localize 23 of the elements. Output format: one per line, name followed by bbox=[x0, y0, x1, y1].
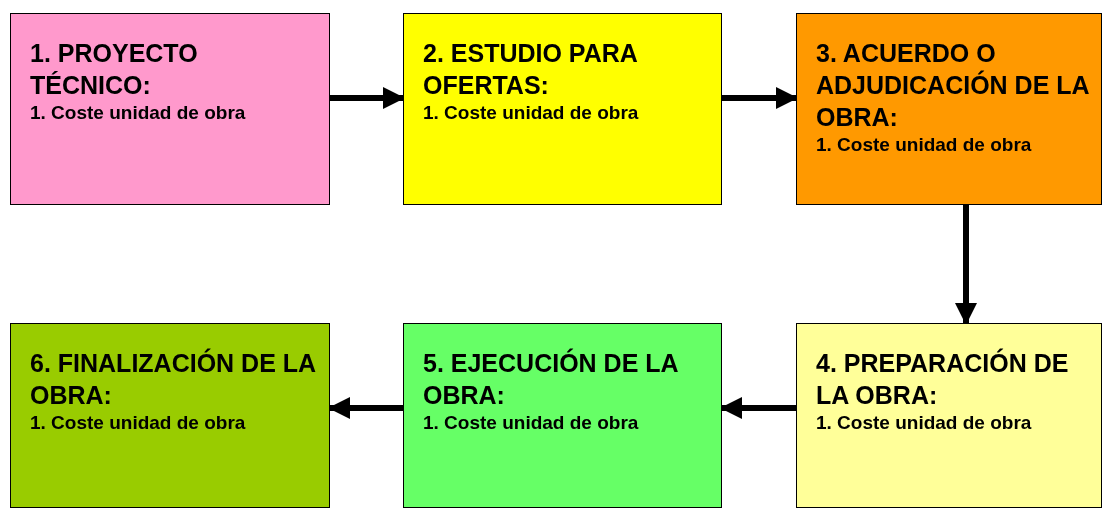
process-box bbox=[796, 13, 1102, 205]
process-box bbox=[10, 323, 330, 508]
arrow bbox=[328, 397, 403, 419]
step-title: 1. PROYECTO TÉCNICO: bbox=[30, 38, 199, 101]
step-detail: 1. Coste unidad de obra bbox=[816, 411, 1033, 435]
step-title: 4. PREPARACIÓN DE LA OBRA: bbox=[816, 347, 1070, 411]
step-detail: 1. Coste unidad de obra bbox=[423, 411, 640, 435]
arrow bbox=[720, 397, 796, 419]
arrow bbox=[330, 87, 405, 109]
process-box bbox=[10, 13, 330, 205]
arrow bbox=[722, 87, 798, 109]
process-box bbox=[403, 13, 722, 205]
step-title: 2. ESTUDIO PARA OFERTAS: bbox=[423, 38, 638, 101]
step-detail: 1. Coste unidad de obra bbox=[816, 133, 1033, 157]
process-box bbox=[403, 323, 722, 508]
step-detail: 1. Coste unidad de obra bbox=[30, 411, 247, 435]
step-detail: 1. Coste unidad de obra bbox=[30, 101, 247, 125]
step-detail: 1. Coste unidad de obra bbox=[423, 101, 640, 125]
step-title: 6. FINALIZACIÓN DE LA OBRA: bbox=[30, 347, 317, 411]
step-title: 5. EJECUCIÓN DE LA OBRA: bbox=[423, 347, 679, 411]
process-box bbox=[796, 323, 1102, 508]
arrow bbox=[955, 205, 977, 325]
step-title: 3. ACUERDO O ADJUDICACIÓN DE LA OBRA: bbox=[816, 38, 1090, 133]
